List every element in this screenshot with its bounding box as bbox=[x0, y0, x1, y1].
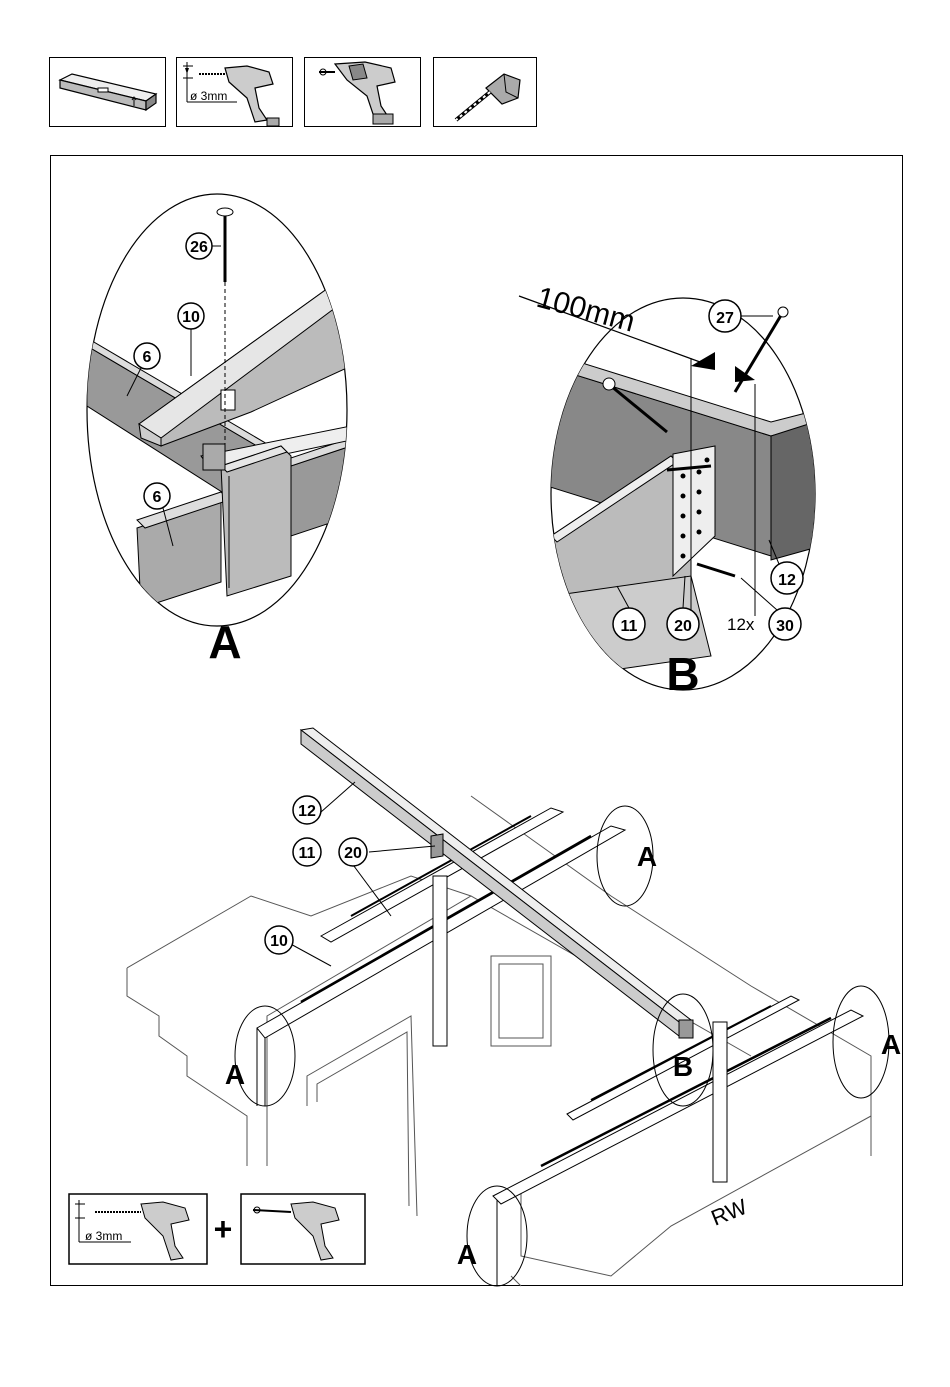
callout-6-top: 6 bbox=[143, 349, 152, 366]
legend-plus: + bbox=[214, 1211, 233, 1247]
power-drill-icon bbox=[305, 58, 422, 128]
marker-a-right-back: A bbox=[637, 841, 657, 872]
overview-callout-12: 12 bbox=[298, 803, 316, 820]
callout-26: 26 bbox=[190, 239, 208, 256]
detail-b: 100mm 27 12 11 20 12x 30 B bbox=[519, 281, 841, 700]
marker-a-left: A bbox=[225, 1059, 245, 1090]
callout-11: 11 bbox=[621, 618, 638, 635]
callout-27: 27 bbox=[716, 310, 734, 327]
drill-bit-size-label: ø 3mm bbox=[190, 89, 227, 103]
screwdriver-drill-box bbox=[304, 57, 421, 127]
marker-b: B bbox=[673, 1051, 693, 1082]
drill-bit-icon: ø 3mm bbox=[177, 58, 294, 128]
callout-30: 30 bbox=[776, 618, 794, 635]
drill-3mm-box: ø 3mm bbox=[176, 57, 293, 127]
legend-drill-size: ø 3mm bbox=[85, 1229, 122, 1243]
assembly-figure: 26 10 6 6 A bbox=[50, 155, 903, 1286]
callout-10: 10 bbox=[182, 309, 200, 326]
callout-20: 20 bbox=[674, 618, 692, 635]
callout-12: 12 bbox=[778, 572, 796, 589]
rear-wall-label: RW bbox=[708, 1194, 751, 1231]
overview-callout-20: 20 bbox=[344, 845, 362, 862]
tape-measure-icon bbox=[434, 58, 538, 128]
detail-a: 26 10 6 6 A bbox=[87, 194, 351, 668]
spirit-level-box bbox=[49, 57, 166, 127]
detail-b-label: B bbox=[666, 648, 699, 700]
dimension-100mm: 100mm bbox=[533, 281, 638, 339]
overview-callout-11: 11 bbox=[299, 845, 316, 862]
marker-a-right: A bbox=[881, 1029, 901, 1060]
overview-callout-10: 10 bbox=[270, 933, 288, 950]
detail-a-label: A bbox=[208, 616, 241, 668]
tape-measure-box bbox=[433, 57, 537, 127]
marker-a-front: A bbox=[457, 1239, 477, 1270]
spirit-level-icon bbox=[50, 58, 167, 128]
screw-count: 12x bbox=[727, 615, 755, 634]
drill-legend: ø 3mm + bbox=[69, 1194, 365, 1264]
callout-6-bottom: 6 bbox=[153, 489, 162, 506]
